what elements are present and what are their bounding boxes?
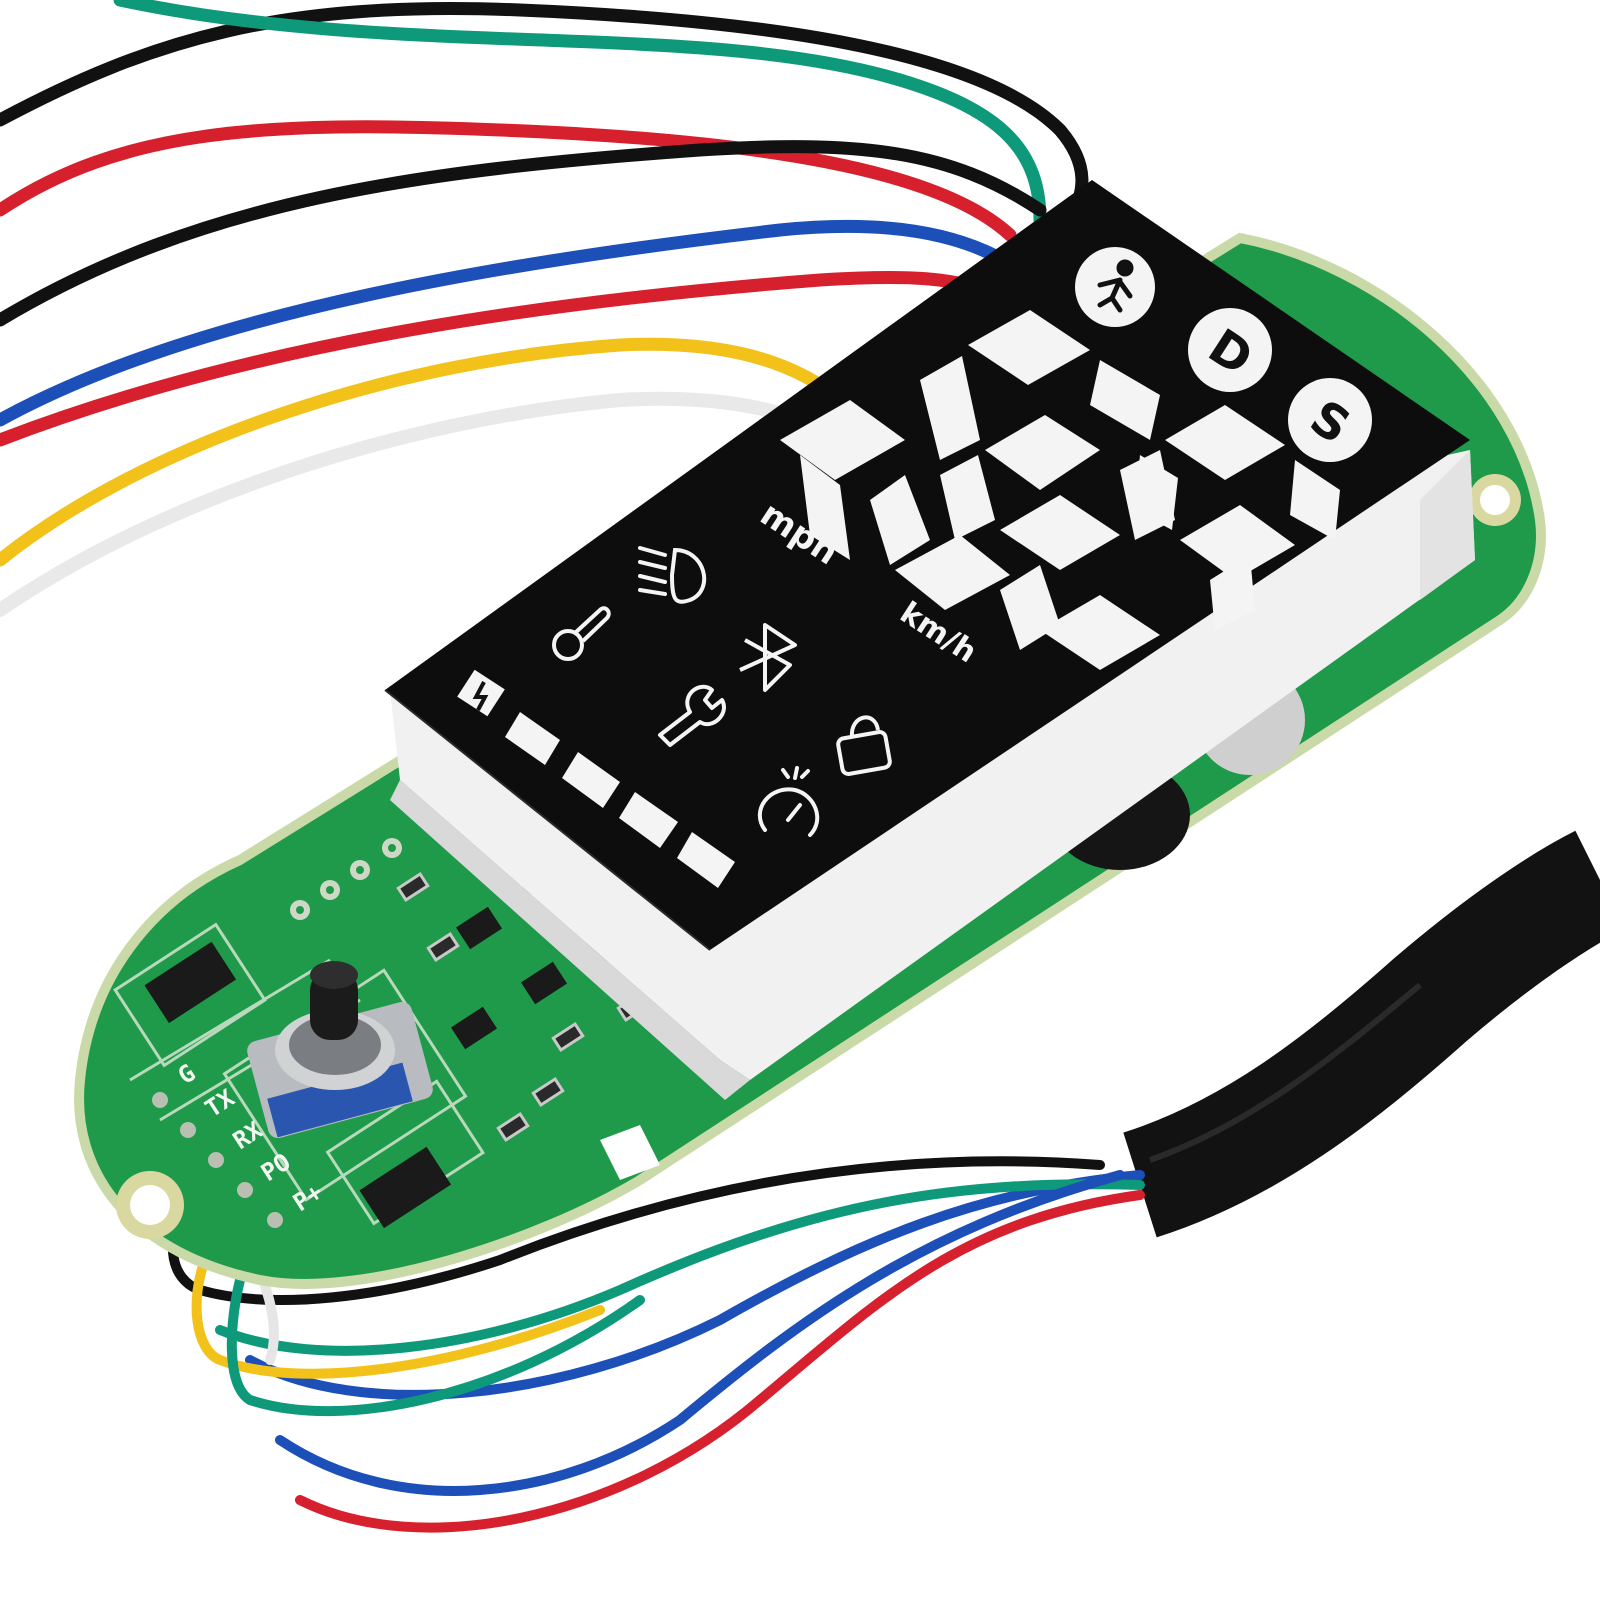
transistor: [520, 961, 568, 1005]
diode: [359, 1146, 452, 1229]
wire-green: [215, 1179, 1145, 1356]
bluetooth-icon: [739, 623, 797, 692]
wire-blue: [275, 1170, 1125, 1496]
wire-red: [0, 270, 1017, 447]
lock-icon: [836, 715, 892, 776]
wire-white: [0, 391, 807, 617]
main-cable: [1122, 830, 1600, 1238]
transistor: [455, 906, 503, 950]
wire-black: [168, 1156, 1105, 1305]
drive-mode-button[interactable]: D: [1188, 308, 1272, 392]
wire-blue: [0, 219, 1027, 427]
battery-icon: [505, 712, 735, 888]
wire-red: [295, 1190, 1145, 1533]
wire-black: [0, 140, 1047, 327]
thermometer-icon: [552, 606, 611, 661]
transistor: [450, 1006, 498, 1050]
wire-black: [0, 2, 1089, 222]
wrench-icon: [658, 684, 726, 747]
wire-yellow: [0, 337, 827, 567]
upper-wire-bundle: [0, 0, 1089, 617]
lower-wire-bundle: [168, 1156, 1145, 1533]
walk-mode-button[interactable]: [1075, 247, 1155, 327]
wire-red: [0, 120, 1017, 242]
header-pads: [290, 838, 402, 920]
sport-mode-button[interactable]: S: [1288, 378, 1372, 462]
walk-mode-icon: [1097, 259, 1134, 313]
speed-digits: [780, 310, 1340, 670]
speed-limit-icon: [757, 766, 820, 837]
lcd-display-module: mph km/h D S: [384, 180, 1475, 1100]
joystick-switch[interactable]: [245, 961, 435, 1140]
wire-green: [113, 0, 1047, 227]
charging-icon: [457, 669, 505, 717]
diode: [144, 941, 237, 1024]
wire-green: [226, 1275, 645, 1417]
headlight-icon: [638, 546, 707, 604]
wire-yellow: [191, 1255, 605, 1379]
wire-blue: [245, 1170, 1145, 1400]
